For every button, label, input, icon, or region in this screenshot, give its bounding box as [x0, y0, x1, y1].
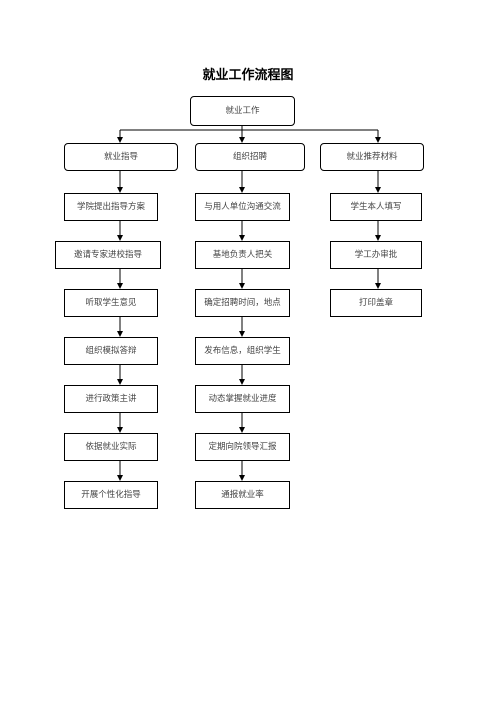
step-label: 通报就业率: [221, 489, 264, 500]
step-label: 组织模拟答辩: [85, 345, 137, 356]
step-box-col1-2: 邀请专家进校指导: [55, 241, 161, 269]
step-label: 开展个性化指导: [81, 489, 141, 500]
step-box-col2-5: 动态掌握就业进度: [195, 385, 290, 413]
step-box-col3-3: 打印盖章: [330, 289, 422, 317]
column-header-label: 就业推荐材料: [346, 151, 398, 162]
step-box-col1-6: 依据就业实际: [64, 433, 158, 461]
step-label: 发布信息，组织学生: [204, 345, 281, 356]
column-header-label: 组织招聘: [232, 151, 267, 162]
step-label: 听取学生意见: [85, 297, 137, 308]
column-header-label: 就业指导: [103, 151, 138, 162]
step-box-col2-1: 与用人单位沟通交流: [195, 193, 290, 221]
step-label: 学生本人填写: [350, 201, 402, 212]
step-label: 邀请专家进校指导: [73, 249, 142, 260]
step-box-col3-2: 学工办审批: [330, 241, 422, 269]
step-label: 确定招聘时间，地点: [204, 297, 281, 308]
root-node: 就业工作: [190, 96, 295, 126]
step-box-col1-7: 开展个性化指导: [64, 481, 158, 509]
step-box-col2-6: 定期向院领导汇报: [195, 433, 290, 461]
step-label: 动态掌握就业进度: [208, 393, 277, 404]
step-label: 依据就业实际: [85, 441, 137, 452]
step-label: 学工办审批: [354, 249, 398, 260]
root-label: 就业工作: [225, 105, 260, 116]
step-box-col2-2: 基地负责人把关: [195, 241, 290, 269]
step-label: 学院提出指导方案: [76, 201, 145, 212]
column-header-3: 就业推荐材料: [320, 143, 424, 171]
step-box-col2-4: 发布信息，组织学生: [195, 337, 290, 365]
step-box-col1-5: 进行政策主讲: [64, 385, 158, 413]
step-label: 与用人单位沟通交流: [204, 201, 281, 212]
step-box-col1-4: 组织模拟答辩: [64, 337, 158, 365]
step-label: 基地负责人把关: [212, 249, 273, 260]
step-label: 定期向院领导汇报: [208, 441, 277, 452]
column-header-1: 就业指导: [64, 143, 178, 171]
step-label: 进行政策主讲: [85, 393, 137, 404]
step-box-col3-1: 学生本人填写: [330, 193, 422, 221]
step-box-col2-3: 确定招聘时间，地点: [195, 289, 290, 317]
page-title: 就业工作流程图: [202, 68, 294, 83]
step-box-col2-7: 通报就业率: [195, 481, 290, 509]
step-label: 打印盖章: [358, 297, 393, 308]
step-box-col1-1: 学院提出指导方案: [64, 193, 158, 221]
step-box-col1-3: 听取学生意见: [64, 289, 158, 317]
column-header-2: 组织招聘: [195, 143, 305, 171]
